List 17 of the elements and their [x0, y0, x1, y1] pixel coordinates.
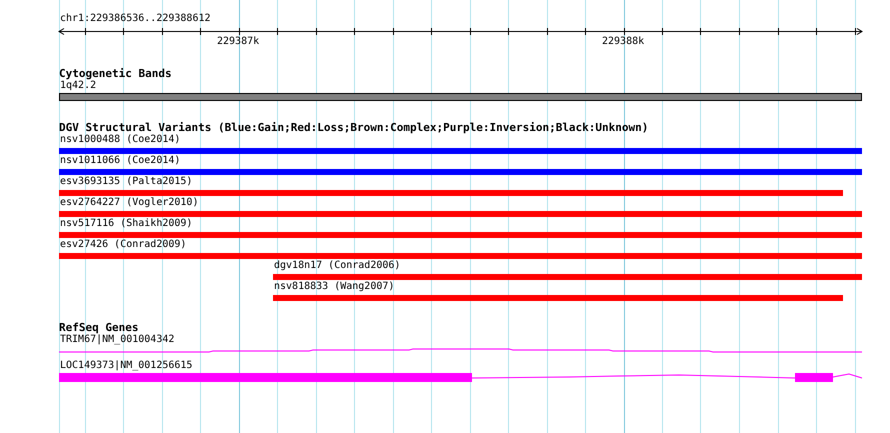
region-title: chr1:229386536..229388612 [60, 13, 211, 24]
feature-label: nsv517116 (Shaikh2009) [60, 218, 192, 229]
feature-label: dgv18n17 (Conrad2006) [274, 260, 400, 271]
feature-label: 1q42.2 [60, 80, 96, 91]
feature-label: nsv1000488 (Coe2014) [60, 134, 180, 145]
feature-label: nsv1011066 (Coe2014) [60, 155, 180, 166]
feature-label: TRIM67|NM_001004342 [60, 334, 174, 345]
feature-label: nsv818833 (Wang2007) [274, 281, 394, 292]
feature-label: esv3693135 (Palta2015) [60, 176, 192, 187]
track-heading: DGV Structural Variants (Blue:Gain;Red:Loss;Brown:Complex;Purple:Inversion;Black:Unknown) [59, 121, 648, 134]
tick-label: 229388k [602, 36, 644, 47]
feature-label: LOC149373|NM_001256615 [60, 360, 192, 371]
track-heading: Cytogenetic Bands [59, 67, 172, 80]
feature-label: esv2764227 (Vogler2010) [60, 197, 198, 208]
track-heading: RefSeq Genes [59, 321, 138, 334]
feature-label: esv27426 (Conrad2009) [60, 239, 186, 250]
tick-label: 229387k [217, 36, 260, 47]
